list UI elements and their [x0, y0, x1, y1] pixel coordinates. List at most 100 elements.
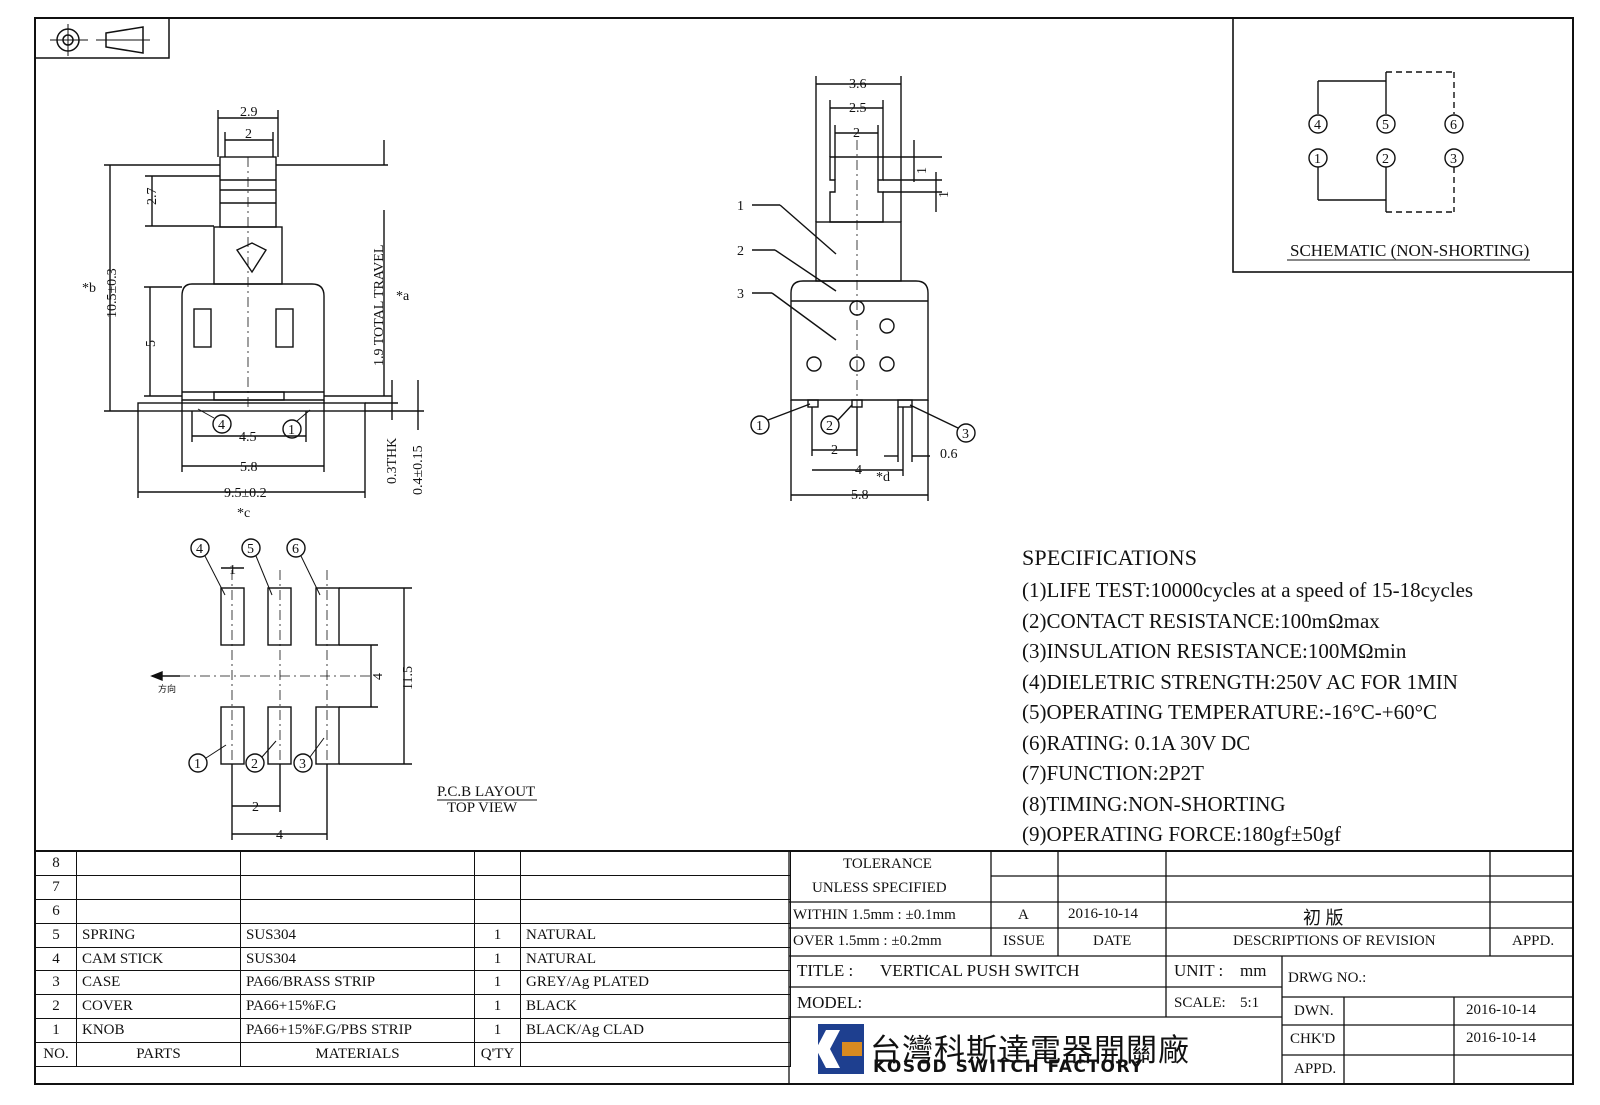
bom-material [240, 851, 475, 876]
bom-qty: 1 [474, 970, 521, 996]
bom-no: 6 [35, 898, 77, 924]
dim-pad-1: 1 [229, 563, 236, 578]
approved-label: APPD. [1294, 1061, 1337, 1077]
front-pin-1: 1 [288, 423, 295, 438]
dim-2-9: 2.9 [240, 105, 258, 120]
bom-part: CASE [76, 970, 241, 996]
schematic [1232, 17, 1574, 273]
side-view [750, 76, 976, 501]
schematic-pin-1: 1 [1314, 152, 1321, 167]
bom-no: 2 [35, 994, 77, 1020]
dim-pcb-pitch: 2 [252, 800, 259, 815]
bom-part [76, 874, 241, 900]
bom-finish: GREY/Ag PLATED [520, 970, 791, 996]
dim-row-gap: 4 [371, 673, 386, 680]
company-name-chinese: 台灣科斯達電器開關廠 [870, 1033, 1190, 1069]
dim-pcb-total: 11.5 [401, 666, 416, 690]
schematic-labels: 4 5 6 1 2 3 SCHEMATIC (NON-SHORTING) [1290, 118, 1529, 260]
title-label: TITLE : [797, 961, 854, 980]
pcb-pin-6: 6 [292, 542, 299, 557]
scale-value: 5:1 [1240, 995, 1260, 1011]
side-pin-1: 1 [756, 419, 763, 434]
bom-qty [474, 851, 521, 876]
scale-label: SCALE: [1174, 995, 1226, 1011]
side-view-labels: 3.6 2.5 2 1 1 1 2 3 1 2 3 2 0.6 4 *d 5.8 [737, 77, 969, 503]
issue-value: A [1018, 907, 1029, 923]
side-knob [829, 156, 884, 223]
bom-part: SPRING [76, 922, 241, 948]
pcb-pin-2: 2 [251, 757, 258, 772]
appd-header: APPD. [1512, 933, 1555, 949]
dim-5-8: 5.8 [240, 460, 258, 475]
dim-10-5: 10.5±0.3 [105, 268, 120, 318]
dim-side-4: 4 [855, 463, 862, 478]
dim-2: 2 [245, 127, 252, 142]
unit-value: mm [1240, 961, 1267, 980]
bom-no: 4 [35, 946, 77, 972]
bom-no: 1 [35, 1018, 77, 1044]
bom-finish [520, 874, 791, 900]
front-terminals [137, 402, 366, 412]
model-label: MODEL: [797, 993, 863, 1012]
bom-finish [520, 898, 791, 924]
schematic-pin-2: 2 [1382, 152, 1389, 167]
dim-thk: 0.3THK [385, 438, 400, 484]
spec-item: (6)RATING: 0.1A 30V DC [1022, 730, 1251, 755]
table-row: 1 KNOB PA66+15%F.G/PBS STRIP 1 BLACK/Ag … [35, 1018, 791, 1044]
table-row: 7 [35, 874, 791, 900]
unless-specified-label: UNLESS SPECIFIED [812, 880, 947, 896]
third-angle-projection-icon [34, 17, 170, 59]
unit-label: UNIT : [1174, 961, 1224, 980]
bom-header-qty: Q'TY [474, 1042, 521, 1068]
table-row: 4 CAM STICK SUS304 1 NATURAL [35, 946, 791, 972]
dim-pin-height: 0.4±0.15 [411, 445, 426, 495]
spec-item: (9)OPERATING FORCE:180gf±50gf [1022, 822, 1341, 846]
dim-side-2: 2 [853, 126, 860, 141]
checked-date: 2016-10-14 [1466, 1030, 1536, 1046]
spec-item: (5)OPERATING TEMPERATURE:-16°C-+60°C [1022, 700, 1438, 724]
side-body [790, 280, 929, 401]
descriptions-header: DESCRIPTIONS OF REVISION [1233, 933, 1436, 949]
bom-finish: BLACK/Ag CLAD [520, 1018, 791, 1044]
pcb-layout [150, 538, 537, 840]
sheet-border [34, 17, 1574, 1085]
front-view-labels: 2.9 2 2.7 10.5±0.3 *b 5 1.9 TOTAL TRAVEL… [82, 105, 426, 521]
bom-material: PA66+15%F.G [240, 994, 475, 1020]
bom-header-materials: MATERIALS [240, 1042, 475, 1068]
dim-side-pitch: 2 [831, 443, 838, 458]
dim-side-5-8: 5.8 [851, 488, 869, 503]
pcb-pin-5: 5 [247, 542, 254, 557]
bom-qty: 1 [474, 922, 521, 948]
bom-finish: BLACK [520, 994, 791, 1020]
bom-part: KNOB [76, 1018, 241, 1044]
spec-item: (3)INSULATION RESISTANCE:100MΩmin [1022, 639, 1407, 663]
spec-item: (1)LIFE TEST:10000cycles at a speed of 1… [1022, 578, 1474, 602]
dim-d-mark: *d [876, 470, 890, 485]
bom-part [76, 851, 241, 876]
schematic-pin-4: 4 [1314, 118, 1321, 133]
bom-no: 8 [35, 851, 77, 876]
dim-4-5: 4.5 [239, 430, 257, 445]
bom-part: CAM STICK [76, 946, 241, 972]
pcb-caption-2: TOP VIEW [447, 800, 518, 816]
dim-2-5: 2.5 [849, 101, 867, 116]
bom-no: 5 [35, 922, 77, 948]
dim-step-1: 1 [915, 167, 930, 174]
total-travel-label: 1.9 TOTAL TRAVEL [372, 245, 387, 366]
bom-finish: NATURAL [520, 922, 791, 948]
bom-qty [474, 874, 521, 900]
issue-header: ISSUE [1003, 933, 1045, 949]
company-name-english: KOSOD SWITCH FACTORY [873, 1057, 1144, 1077]
table-row: 8 [35, 851, 791, 876]
front-body [181, 283, 325, 401]
bom-part: COVER [76, 994, 241, 1020]
checked-label: CHK'D [1290, 1031, 1336, 1047]
bom-qty: 1 [474, 946, 521, 972]
specifications-list: (1)LIFE TEST:10000cycles at a speed of 1… [1022, 575, 1473, 850]
title-value: VERTICAL PUSH SWITCH [880, 961, 1080, 980]
bom-header-no: NO. [35, 1042, 77, 1068]
pcb-caption-1: P.C.B LAYOUT [437, 784, 535, 800]
spec-item: (2)CONTACT RESISTANCE:100mΩmax [1022, 608, 1380, 633]
tolerance-over: OVER 1.5mm : ±0.2mm [793, 933, 942, 949]
bom-qty [474, 898, 521, 924]
